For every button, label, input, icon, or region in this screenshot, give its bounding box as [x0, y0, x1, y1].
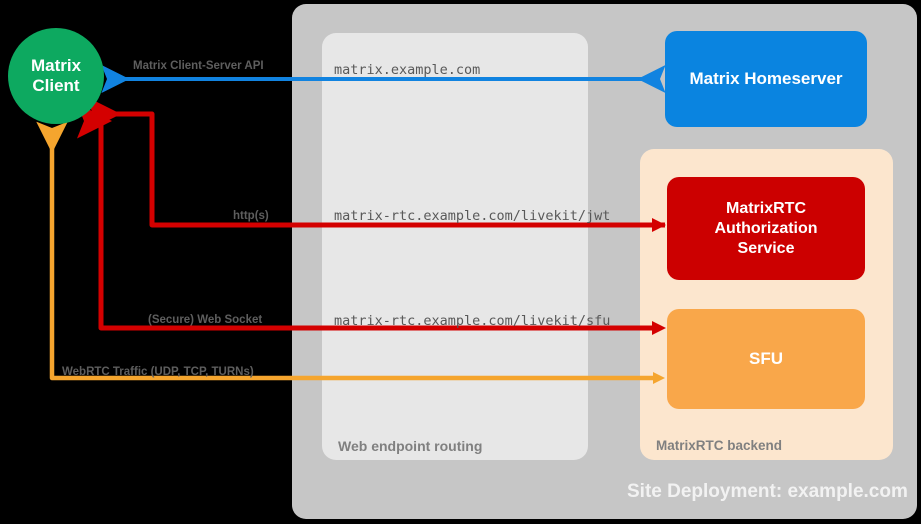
edge-label-secure-web-socket: (Secure) Web Socket — [148, 314, 263, 326]
node-matrix-client[interactable]: Matrix Client — [8, 28, 104, 124]
node-matrix-client-line2: Client — [32, 76, 80, 95]
edge-label-http-s: http(s) — [233, 210, 269, 222]
group-web-endpoint-routing — [322, 33, 588, 460]
node-matrix-client-line1: Matrix — [30, 55, 82, 75]
caption-matrixrtc-backend: MatrixRTC backend — [656, 438, 783, 453]
edge-label-client-server-api: Matrix Client-Server API — [133, 60, 264, 72]
endpoint-label-livekit-jwt: matrix-rtc.example.com/livekit/jwt — [334, 208, 611, 224]
caption-site-deployment: Site Deployment: example.com — [627, 481, 908, 502]
caption-web-endpoint-routing: Web endpoint routing — [338, 438, 483, 454]
endpoint-label-livekit-sfu: matrix-rtc.example.com/livekit/sfu — [334, 313, 611, 329]
edge-http-s — [86, 96, 666, 232]
edge-label-webrtc-traffic: WebRTC Traffic (UDP, TCP, TURNs) — [62, 366, 254, 378]
endpoint-label-matrix-host: matrix.example.com — [334, 62, 481, 78]
edge-secure-web-socket — [77, 103, 666, 335]
edge-webrtc-traffic — [36, 121, 665, 384]
